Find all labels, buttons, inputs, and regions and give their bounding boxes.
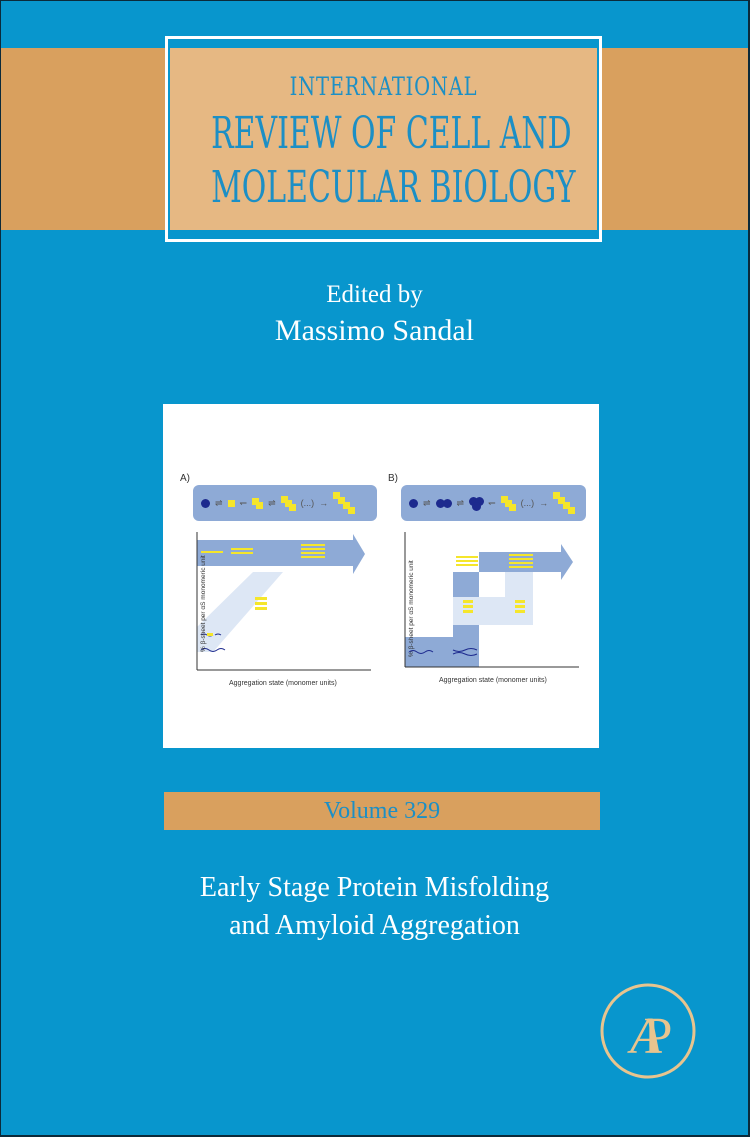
scheme-ellipsis: (...) (300, 498, 315, 508)
panel-a-y-axis-label: % β-sheet per αS monomeric unit (200, 555, 207, 652)
equilibrium-arrow-icon: ⇌ (423, 497, 431, 508)
book-title: Early Stage Protein Misfolding and Amylo… (1, 869, 748, 945)
trimer-stack-icon (280, 495, 296, 511)
editor-name: Massimo Sandal (274, 314, 475, 347)
panel-b-x-axis-label: Aggregation state (monomer units) (439, 677, 547, 684)
equilibrium-arrow-icon: ⇌ (215, 497, 223, 508)
series-title-panel: INTERNATIONAL REVIEW OF CELL AND MOLECUL… (170, 48, 597, 230)
panel-b-y-axis-label: % β-sheet per αS monomeric unit (408, 560, 415, 657)
dimer-stack-icon (252, 497, 264, 509)
panel-a-scheme: ⇌ ↽ ⇌ (...) → (193, 485, 377, 521)
series-title-line-3: MOLECULAR BIOLOGY (211, 162, 576, 213)
fibril-stack-icon (333, 492, 356, 514)
panel-a-diagram-icon (196, 532, 371, 671)
svg-text:A: A (627, 1008, 662, 1065)
cover-figure: A) ⇌ ↽ ⇌ (...) → (163, 404, 599, 748)
fibril-stack-icon (553, 492, 576, 514)
panel-b-scheme: ⇌ ⇌ ↽ (...) → (401, 485, 586, 521)
monomer-icon (201, 498, 210, 508)
series-title-line-2: REVIEW OF CELL AND (211, 108, 572, 159)
strand-icon (227, 499, 235, 507)
scheme-ellipsis: (...) (520, 498, 535, 508)
panel-b-diagram-icon (404, 532, 579, 668)
book-title-line-2: and Amyloid Aggregation (229, 910, 520, 941)
panel-a-label: A) (180, 473, 190, 484)
dimer-oligomer-icon (435, 498, 452, 508)
forward-arrow-icon: → (539, 498, 549, 508)
equilibrium-arrow-icon: ⇌ (456, 497, 465, 508)
academic-press-logo-icon: A P (598, 981, 698, 1081)
panel-b-plot (401, 532, 581, 682)
edited-by-label: Edited by (326, 281, 423, 308)
panel-a-x-axis-label: Aggregation state (monomer units) (229, 680, 337, 687)
trimer-stack-icon (500, 495, 516, 511)
series-title-line-1: INTERNATIONAL (289, 72, 478, 101)
monomer-icon (409, 498, 418, 508)
book-title-line-1: Early Stage Protein Misfolding (199, 872, 550, 903)
forward-arrow-icon: → (319, 498, 329, 508)
panel-b-label: B) (388, 473, 398, 484)
reverse-arrow-icon: ↽ (239, 497, 248, 508)
svg-text:P: P (644, 1008, 673, 1065)
reverse-arrow-icon: ↽ (488, 497, 496, 508)
trimer-oligomer-icon (469, 496, 485, 511)
volume-number: Volume 329 (164, 792, 600, 830)
equilibrium-arrow-icon: ⇌ (268, 497, 276, 508)
panel-a-plot (193, 532, 373, 682)
series-title-frame: INTERNATIONAL REVIEW OF CELL AND MOLECUL… (165, 36, 602, 242)
